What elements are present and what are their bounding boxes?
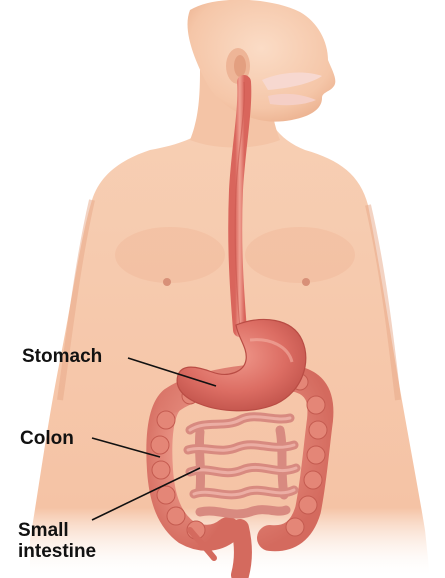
label-small-intestine-line2: intestine <box>18 541 96 562</box>
label-stomach: Stomach <box>22 346 102 367</box>
rectum <box>240 528 243 575</box>
nipple-right <box>302 278 310 286</box>
label-colon: Colon <box>20 428 74 449</box>
label-small-intestine: Small intestine <box>18 520 96 562</box>
label-small-intestine-line1: Small <box>18 520 96 541</box>
nipple-left <box>163 278 171 286</box>
